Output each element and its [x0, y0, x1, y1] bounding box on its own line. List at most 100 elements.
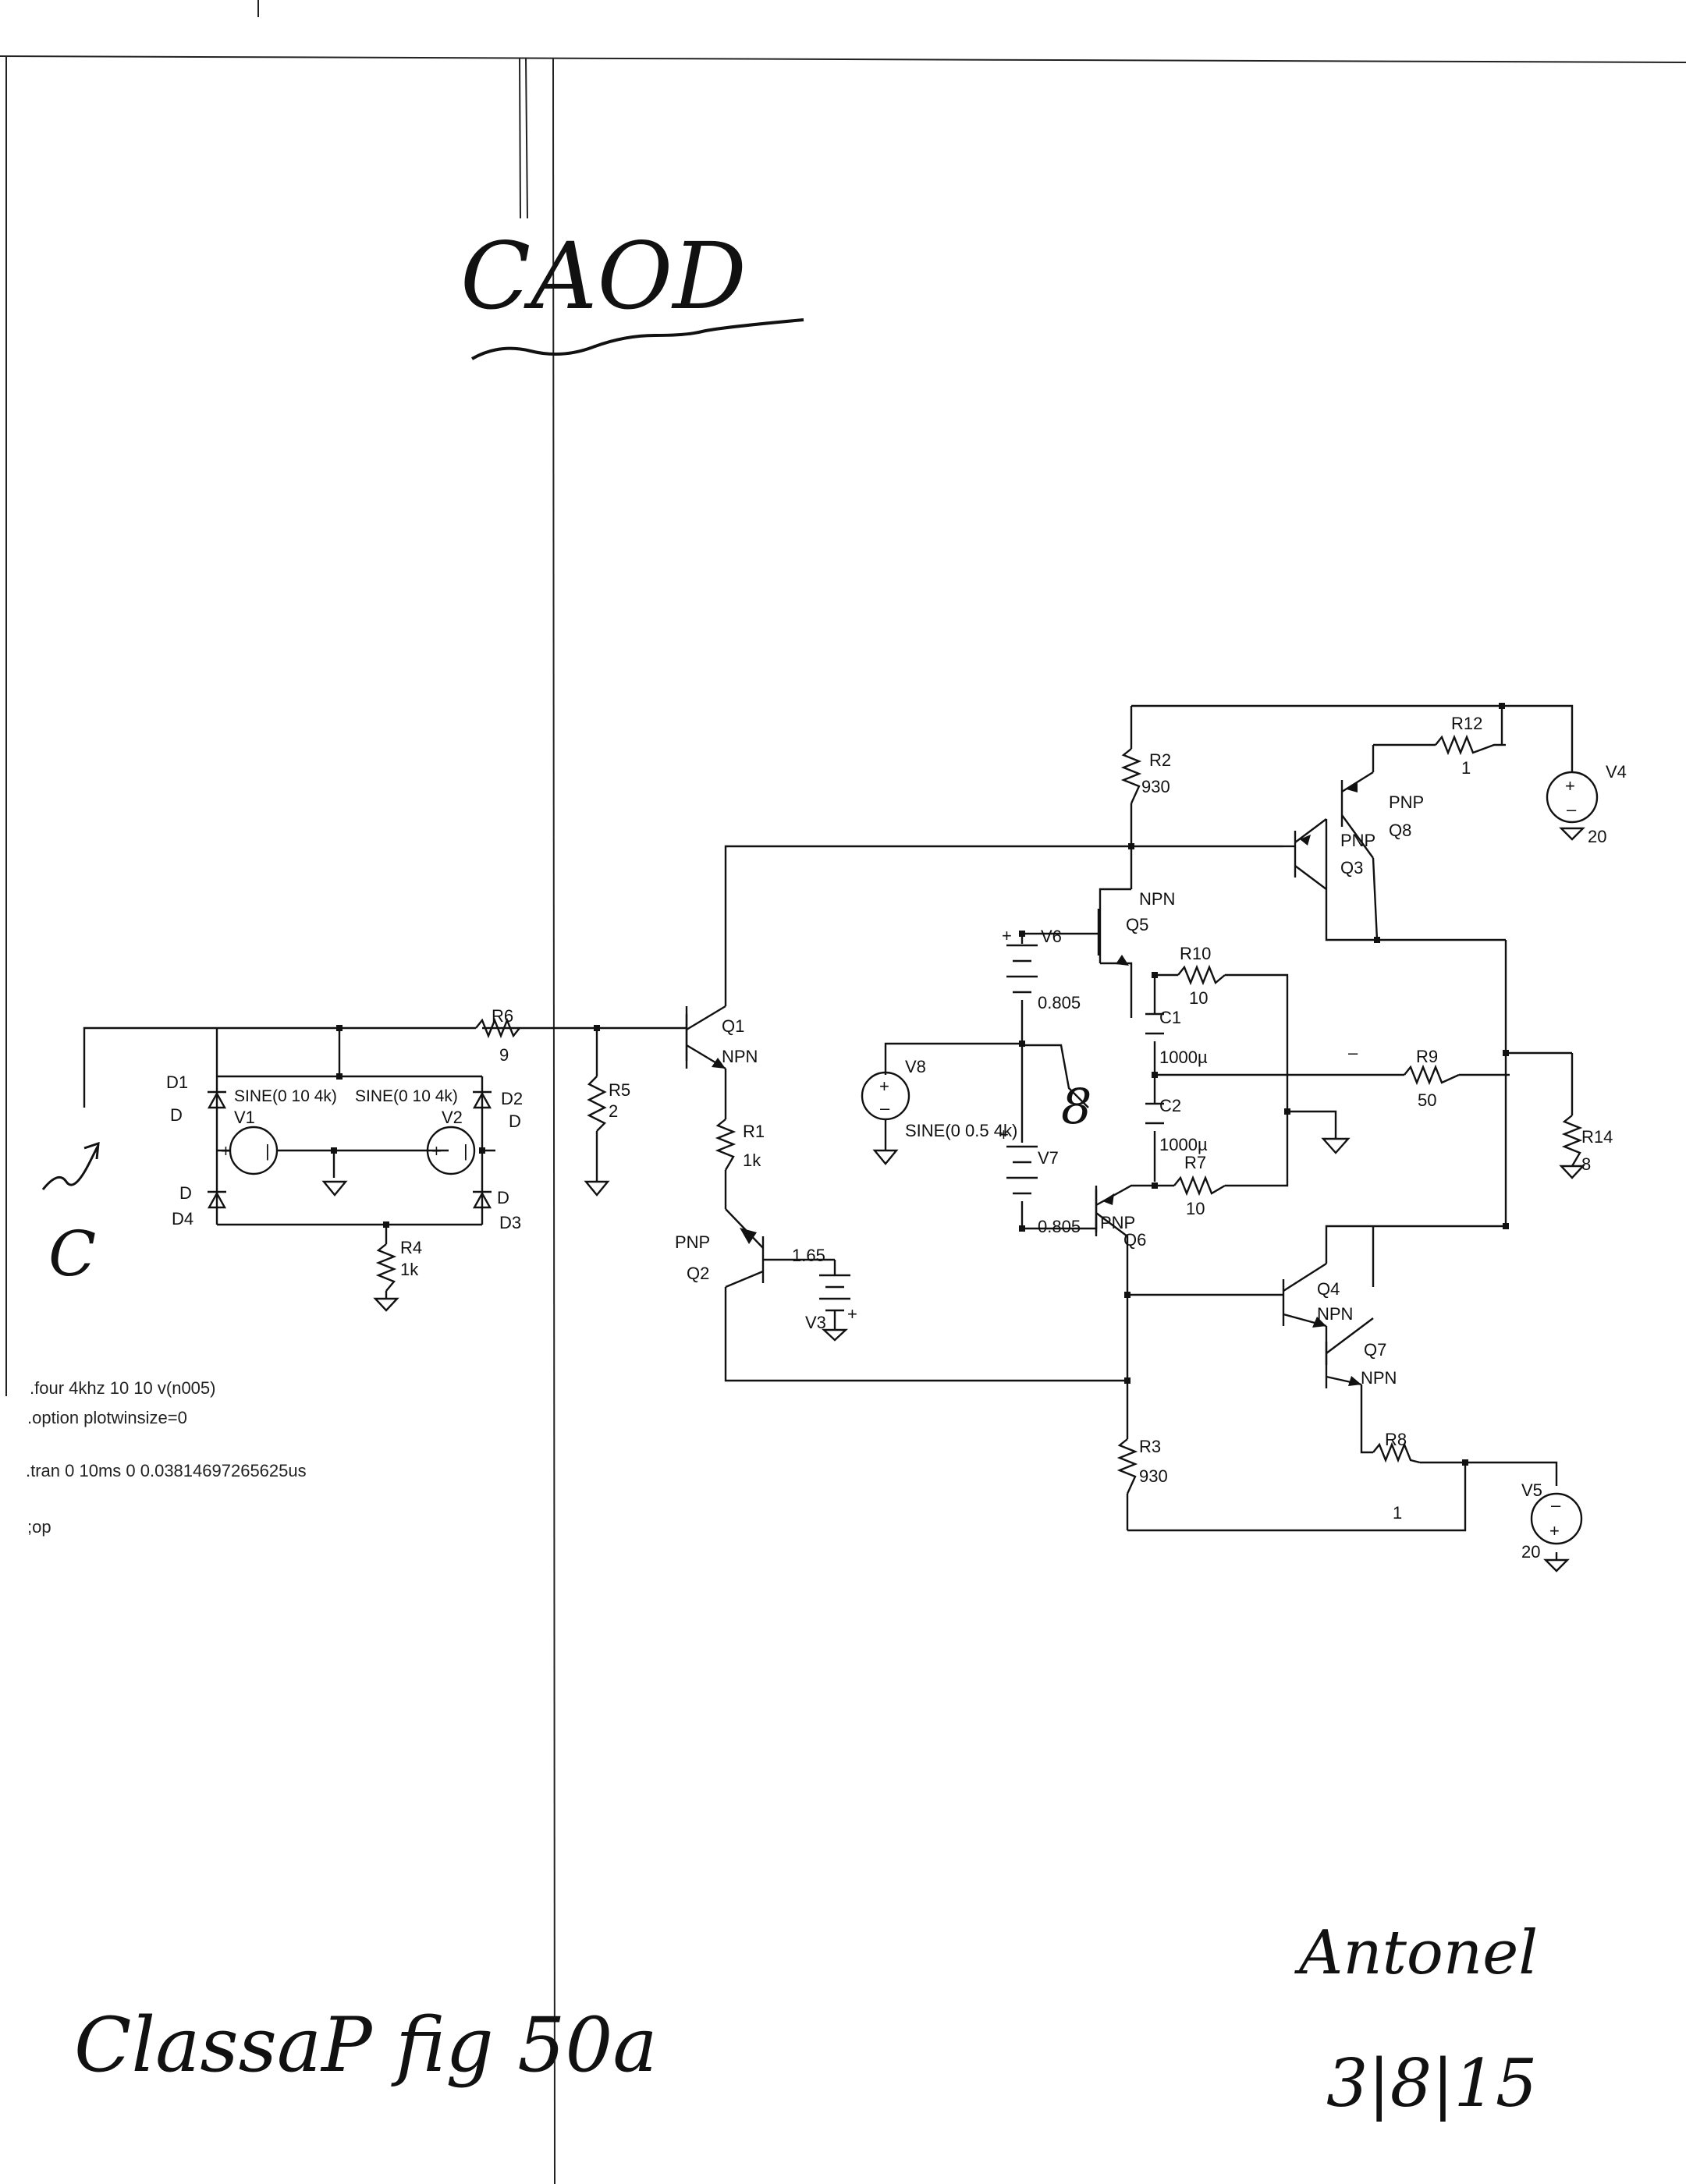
transistor-q4: Q4 NPN [1282, 1262, 1353, 1328]
svg-text:–: – [880, 1098, 890, 1118]
svg-text:Q3: Q3 [1340, 858, 1363, 878]
svg-text:|: | [463, 1141, 468, 1161]
svg-text:+: + [879, 1076, 889, 1096]
svg-text:PNP: PNP [675, 1232, 710, 1252]
svg-text:20: 20 [1588, 827, 1606, 846]
junctions [331, 703, 1509, 1466]
resistor-r9: R9 50 – [1348, 1043, 1460, 1110]
svg-text:+: + [1565, 776, 1575, 796]
svg-text:Q7: Q7 [1364, 1340, 1386, 1360]
svg-text:C2: C2 [1159, 1096, 1181, 1115]
svg-text:NPN: NPN [1361, 1368, 1397, 1388]
svg-text:1.65: 1.65 [792, 1246, 825, 1265]
capacitor-c2: C2 1000µ [1145, 1096, 1208, 1154]
svg-text:–: – [1567, 800, 1577, 819]
resistor-r7: R7 10 [1173, 1153, 1226, 1218]
svg-text:D1: D1 [166, 1072, 188, 1092]
svg-text:D: D [179, 1183, 192, 1203]
diode-d2: D2 D [472, 1089, 523, 1131]
svg-text:+: + [221, 1141, 231, 1161]
resistor-r14: R14 8 [1561, 1115, 1613, 1174]
source-v1: + | V1 SINE(0 10 4k) [221, 1087, 337, 1175]
svg-text:–: – [1348, 1043, 1358, 1062]
svg-text:Q5: Q5 [1126, 915, 1148, 934]
battery-v6: + V6 0.805 [1002, 926, 1081, 1012]
svg-text:R10: R10 [1180, 944, 1211, 963]
svg-text:NPN: NPN [722, 1047, 758, 1066]
svg-text:SINE(0 0.5 4k): SINE(0 0.5 4k) [905, 1121, 1017, 1140]
svg-text:0.805: 0.805 [1038, 1217, 1081, 1236]
svg-text:V6: V6 [1041, 927, 1062, 946]
svg-text:D: D [170, 1105, 183, 1125]
svg-text:+: + [999, 1125, 1009, 1144]
svg-text:1k: 1k [400, 1260, 419, 1279]
transistor-q3: PNP Q3 [1283, 818, 1375, 890]
resistor-r4: R4 1k [375, 1238, 422, 1292]
svg-text:20: 20 [1521, 1542, 1540, 1562]
svg-text:Q6: Q6 [1123, 1230, 1146, 1250]
svg-text:V7: V7 [1038, 1148, 1059, 1168]
node-mark: 8 [1061, 1078, 1091, 1135]
svg-text:NPN: NPN [1317, 1304, 1353, 1324]
svg-text:1k: 1k [743, 1150, 761, 1170]
svg-text:1000µ: 1000µ [1159, 1048, 1208, 1067]
transistor-q5: NPN Q5 [1097, 889, 1175, 966]
svg-text:+: + [1002, 926, 1012, 945]
svg-text:Q4: Q4 [1317, 1279, 1340, 1299]
transistor-q7: Q7 NPN [1325, 1317, 1397, 1388]
svg-text:1: 1 [1461, 758, 1471, 778]
svg-text:930: 930 [1139, 1466, 1168, 1486]
capacitor-c1: C1 1000µ [1145, 1008, 1208, 1067]
resistor-r5: R5 2 [587, 1076, 630, 1132]
wires [83, 704, 1574, 1560]
source-v5: – + V5 20 [1521, 1480, 1583, 1562]
spice-directives: .four 4khz 10 10 v(n005) .option plotwin… [26, 1378, 307, 1537]
svg-text:.four 4khz 10 10 v(n005): .four 4khz 10 10 v(n005) [30, 1378, 215, 1398]
resistor-r3: R3 930 [1116, 1437, 1168, 1494]
source-v8: + – V8 SINE(0 0.5 4k) [861, 1057, 1017, 1140]
svg-text:Q2: Q2 [687, 1264, 709, 1283]
svg-text:50: 50 [1418, 1090, 1436, 1110]
svg-text:R7: R7 [1184, 1153, 1206, 1172]
transistor-q6: PNP Q6 [1095, 1190, 1146, 1250]
svg-text:9: 9 [499, 1045, 509, 1065]
diode-d3: D D3 [472, 1188, 521, 1232]
svg-text:R1: R1 [743, 1122, 765, 1141]
svg-text:V8: V8 [905, 1057, 926, 1076]
svg-text:8: 8 [1581, 1154, 1591, 1174]
svg-text:+: + [431, 1141, 442, 1161]
svg-text:D: D [509, 1112, 521, 1131]
svg-text:D: D [497, 1188, 509, 1207]
handwritten-title: CAOD [460, 222, 804, 360]
svg-text:R4: R4 [400, 1238, 422, 1257]
svg-text:SINE(0 10 4k): SINE(0 10 4k) [234, 1087, 337, 1105]
grounds [321, 827, 1585, 1572]
svg-text:V5: V5 [1521, 1480, 1542, 1500]
resistor-r12: R12 1 [1435, 714, 1502, 778]
svg-text:R6: R6 [492, 1006, 513, 1026]
title-text: CAOD [460, 222, 747, 330]
caption-text: ClassaP fig 50a [74, 2001, 658, 2089]
svg-text:10: 10 [1186, 1199, 1205, 1218]
svg-text:R2: R2 [1149, 750, 1171, 770]
resistor-r1: R1 1k [715, 1119, 765, 1171]
arrow-annotation: C [41, 1141, 100, 1290]
svg-text:V2: V2 [442, 1108, 463, 1127]
svg-text:1000µ: 1000µ [1159, 1135, 1208, 1154]
battery-v3: + 1.65 V3 [792, 1246, 857, 1332]
svg-text:.tran 0 10ms 0 0.0381469726562: .tran 0 10ms 0 0.03814697265625us [26, 1461, 307, 1480]
svg-text:Q1: Q1 [722, 1016, 744, 1036]
svg-text:R5: R5 [609, 1080, 630, 1100]
svg-text:D3: D3 [499, 1213, 521, 1232]
svg-text:0.805: 0.805 [1038, 993, 1081, 1012]
svg-text:R3: R3 [1139, 1437, 1161, 1456]
svg-text:R12: R12 [1451, 714, 1482, 733]
resistor-r10: R10 10 [1177, 944, 1226, 1008]
transistor-q2: PNP Q2 [675, 1208, 765, 1289]
svg-text:2: 2 [609, 1101, 618, 1121]
svg-text:PNP: PNP [1389, 792, 1424, 812]
svg-text:SINE(0 10 4k): SINE(0 10 4k) [355, 1087, 458, 1105]
diode-d1: D1 D [166, 1072, 227, 1125]
date-text: 3|8|15 [1326, 2045, 1537, 2122]
